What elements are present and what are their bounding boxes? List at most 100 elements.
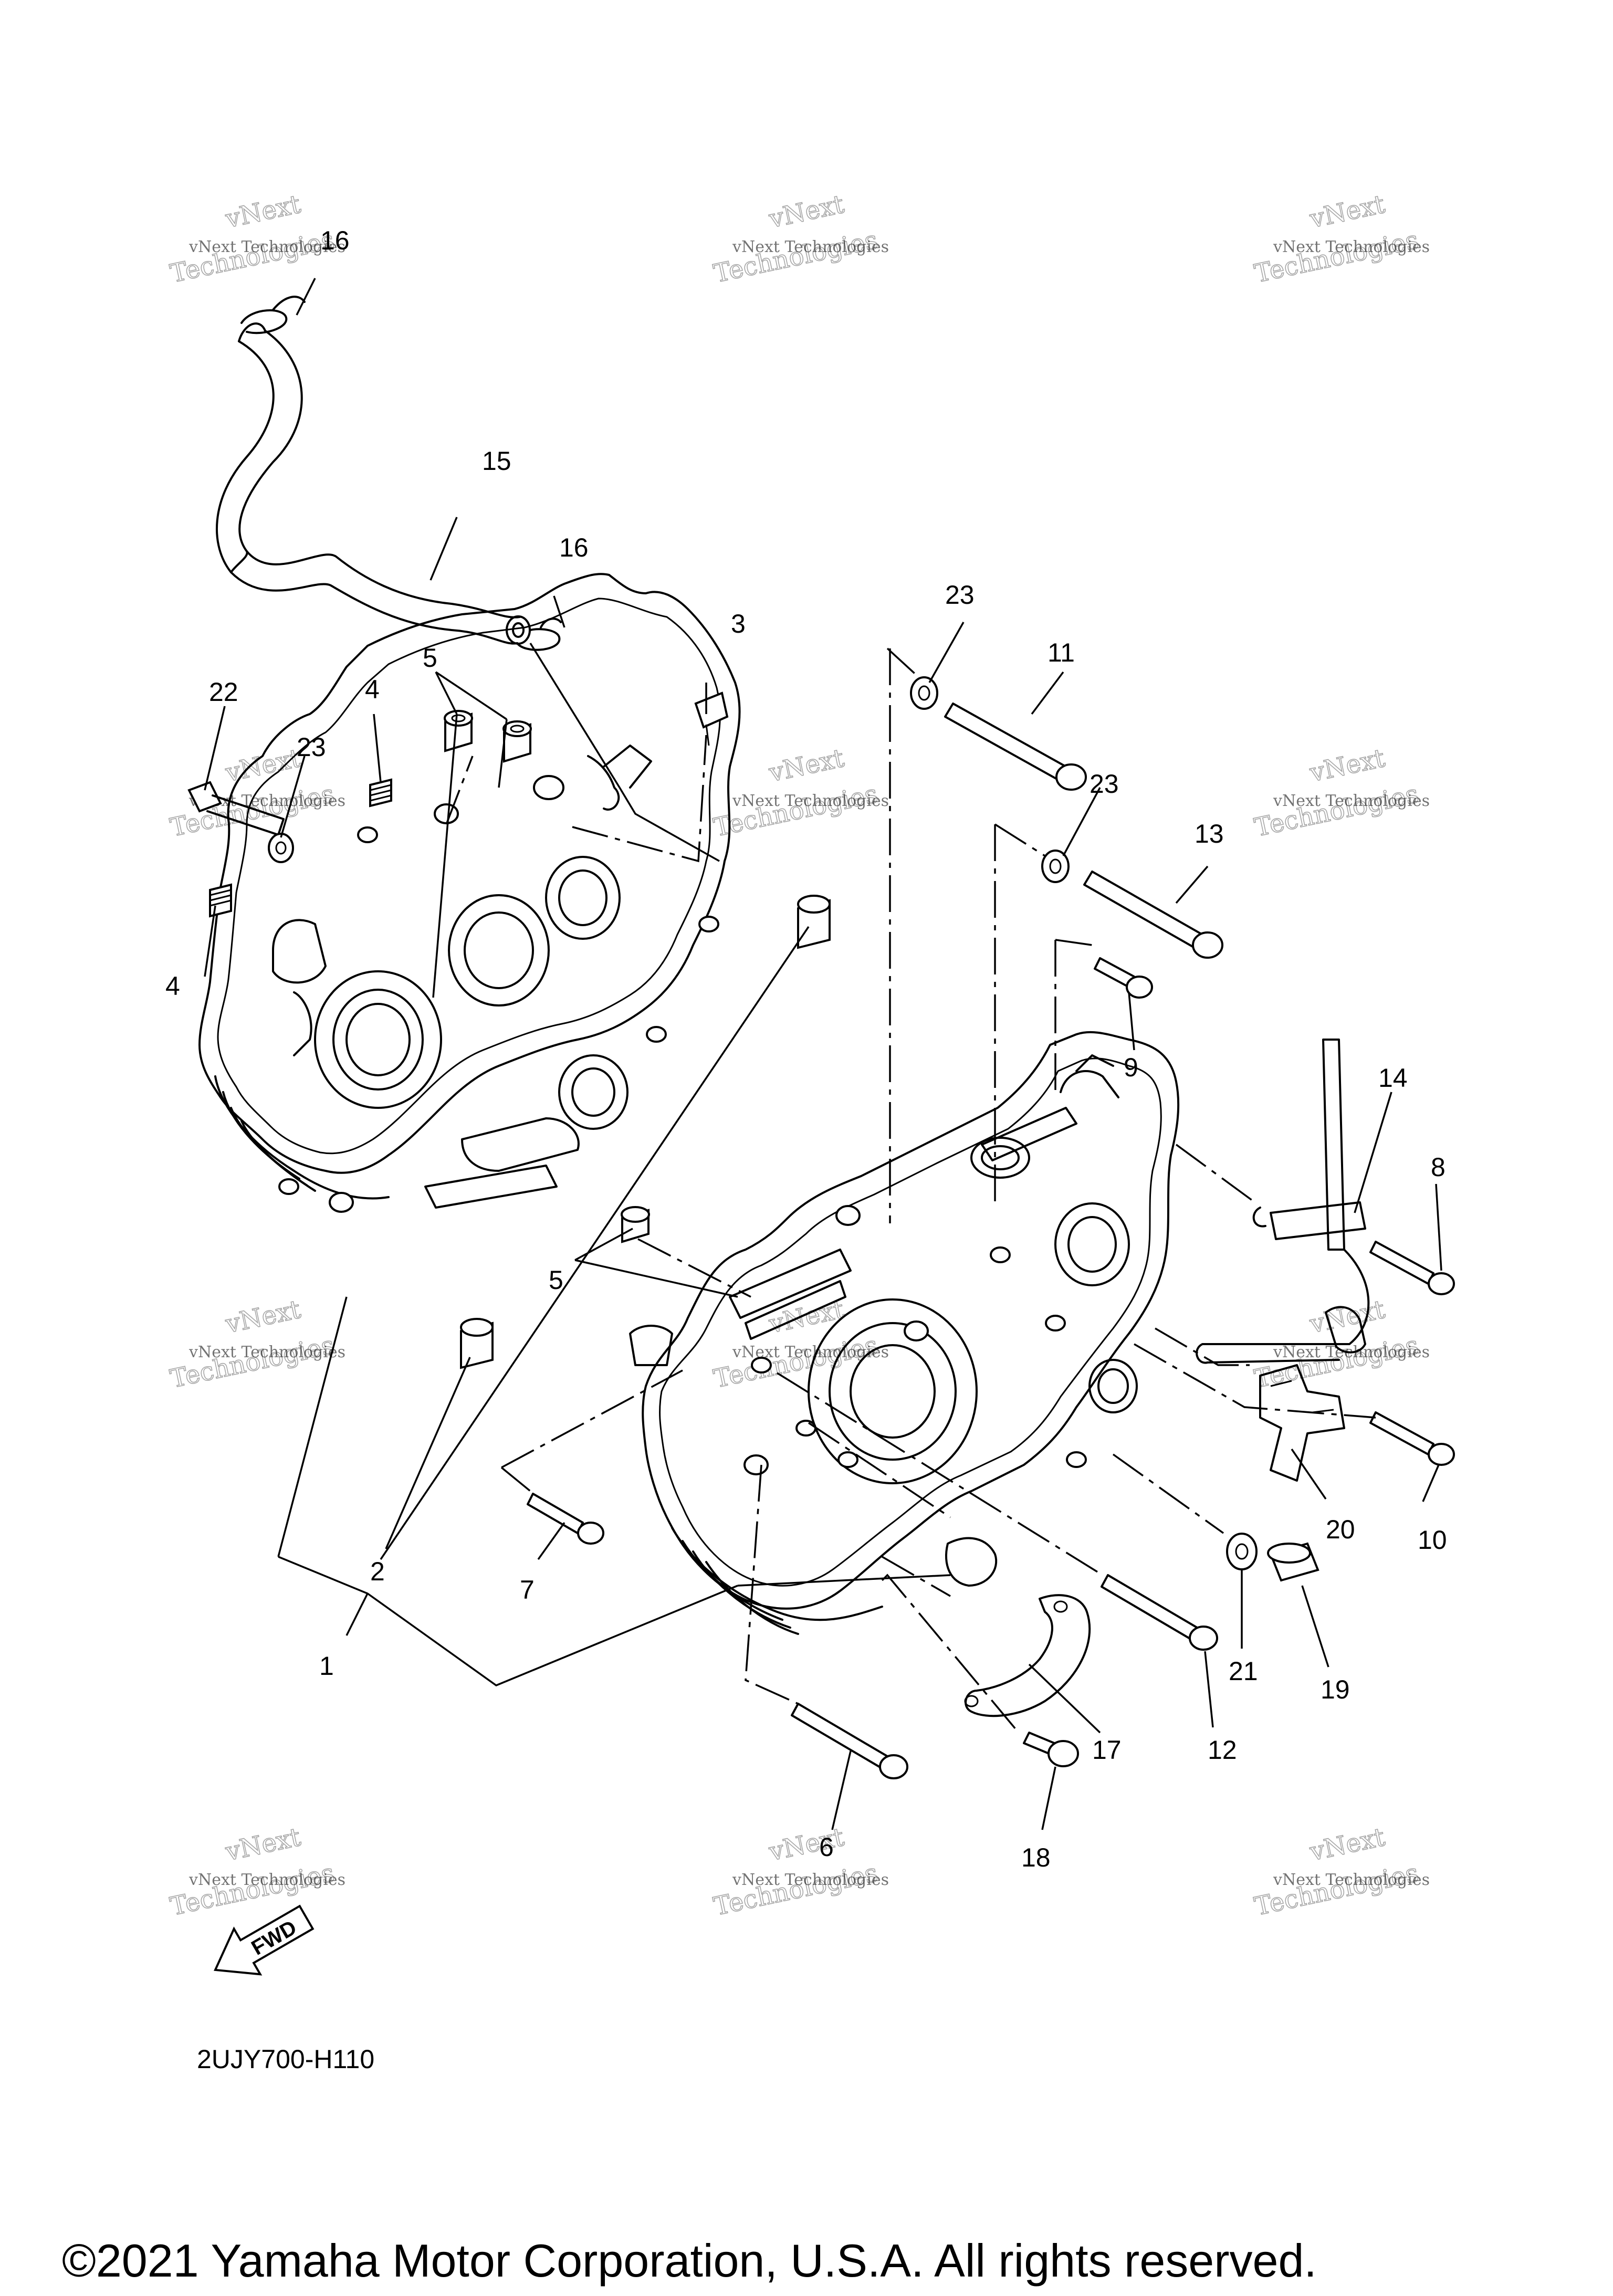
callout-8: 7 [520, 1575, 535, 1605]
bolt [1369, 1411, 1455, 1466]
callout-18: 18 [1021, 1843, 1051, 1872]
watermark-big-top: vNext [1307, 743, 1387, 788]
dowel [797, 895, 831, 949]
callouts: 16 15 16 3 23 11 5 4 22 23 23 13 4 9 14 … [165, 226, 1447, 1872]
watermark: vNext Technologies vNext Technologies [711, 1822, 889, 1922]
bolt [1023, 1732, 1079, 1767]
bolt [1083, 871, 1223, 959]
breather-hose [216, 322, 531, 645]
crankcase-left-half [198, 573, 741, 1213]
watermark-big-bottom: Technologies [711, 1858, 880, 1922]
bolt [1101, 1574, 1218, 1651]
watermark: vNext Technologies vNext Technologies [1252, 743, 1430, 843]
dowel-pin [444, 710, 473, 752]
callout-22: 22 [209, 677, 238, 707]
watermark-small: vNext Technologies [732, 238, 889, 256]
watermark-small: vNext Technologies [188, 1871, 345, 1889]
hose-clip-top [240, 296, 306, 334]
watermark-big-top: vNext [766, 1822, 846, 1867]
callout-19: 20 [1326, 1515, 1355, 1544]
callout-11: 11 [1048, 638, 1075, 667]
crankcase-right-half [629, 1031, 1180, 1635]
watermark-big-bottom: Technologies [1252, 1858, 1421, 1922]
bolt [1369, 1241, 1455, 1295]
callout-4-left: 4 [165, 971, 180, 1001]
dowel-pin [502, 720, 532, 763]
watermark-small: vNext Technologies [1273, 238, 1430, 256]
callout-16-lower: 16 [559, 533, 589, 562]
washer [1041, 850, 1070, 883]
watermark-small: vNext Technologies [1273, 1871, 1430, 1889]
callout-17: 17 [1092, 1735, 1122, 1765]
drain-bolt [1267, 1542, 1319, 1582]
callout-5-lower: 5 [549, 1265, 563, 1295]
washer [910, 676, 938, 710]
callout-2: 2 [370, 1557, 385, 1586]
callout-15: 15 [482, 446, 511, 476]
callout-23-mid: 23 [1090, 769, 1119, 799]
watermark: vNext Technologies vNext Technologies [167, 189, 346, 289]
bolt [187, 781, 285, 836]
assembly-lines [445, 647, 1376, 1734]
watermark-big-top: vNext [223, 743, 303, 788]
callout-23-left: 23 [297, 732, 326, 762]
watermark-big-top: vNext [766, 190, 846, 234]
watermark-small: vNext Technologies [732, 792, 889, 810]
watermark: vNext Technologies vNext Technologies [711, 743, 889, 843]
watermark: vNext Technologies vNext Technologies [167, 1294, 346, 1395]
clamp [1325, 1306, 1366, 1354]
callout-12: 6 [819, 1832, 834, 1862]
plug [369, 778, 392, 808]
washer [1226, 1533, 1258, 1570]
watermark-big-bottom: Technologies [167, 1858, 337, 1922]
callout-21: 21 [1229, 1657, 1258, 1686]
watermark-small: vNext Technologies [188, 238, 345, 256]
callout-9: 10 [1418, 1525, 1447, 1555]
watermark: vNext Technologies vNext Technologies [711, 189, 889, 289]
copyright-notice: ©2021 Yamaha Motor Corporation, U.S.A. A… [62, 2235, 1317, 2287]
bolt [944, 703, 1087, 791]
callout-13: 13 [1195, 819, 1224, 848]
hose-guide [1196, 1039, 1370, 1364]
watermark-big-bottom: Technologies [711, 779, 880, 843]
dowel-pin [621, 1206, 650, 1243]
callout-1: 1 [319, 1651, 334, 1681]
watermark-big-bottom: Technologies [1252, 225, 1421, 289]
callout-16-top: 16 [320, 226, 350, 255]
callout-4-top: 4 [365, 675, 380, 704]
bolt [694, 691, 729, 746]
watermark-big-top: vNext [1307, 1822, 1387, 1867]
watermark-big-top: vNext [223, 1822, 303, 1867]
watermark-small: vNext Technologies [1273, 792, 1430, 810]
callout-20: 19 [1321, 1675, 1350, 1704]
strainer-cover [964, 1594, 1091, 1717]
bolt [791, 1703, 908, 1779]
watermark-big-top: vNext [766, 743, 846, 788]
bracket [1259, 1364, 1345, 1482]
watermark-small: vNext Technologies [188, 1343, 345, 1361]
dowel [460, 1318, 494, 1369]
callout-10: 12 [1208, 1735, 1237, 1765]
watermark: vNext Technologies vNext Technologies [711, 1294, 889, 1395]
callout-14: 14 [1378, 1063, 1408, 1093]
plug [209, 883, 232, 918]
watermark: vNext Technologies vNext Technologies [1252, 1822, 1430, 1922]
callout-7: 9 [1124, 1053, 1138, 1082]
bolt [1094, 957, 1153, 999]
bolt [527, 1493, 604, 1545]
callout-3: 3 [731, 609, 746, 638]
watermark: vNext Technologies vNext Technologies [1252, 189, 1430, 289]
watermark-big-bottom: Technologies [1252, 779, 1421, 843]
watermark: vNext Technologies vNext Technologies [167, 1822, 346, 1922]
watermark-big-top: vNext [223, 190, 303, 234]
washer [268, 833, 294, 863]
watermark-big-bottom: Technologies [711, 225, 880, 289]
drawing-code: 2UJY700-H110 [197, 2045, 375, 2074]
leader-lines [204, 278, 1442, 1830]
watermark-big-bottom: Technologies [167, 1330, 337, 1394]
watermark-big-top: vNext [1307, 190, 1387, 234]
callout-5-top: 5 [423, 643, 437, 673]
watermark-small: vNext Technologies [732, 1871, 889, 1889]
callout-6: 8 [1431, 1152, 1446, 1182]
